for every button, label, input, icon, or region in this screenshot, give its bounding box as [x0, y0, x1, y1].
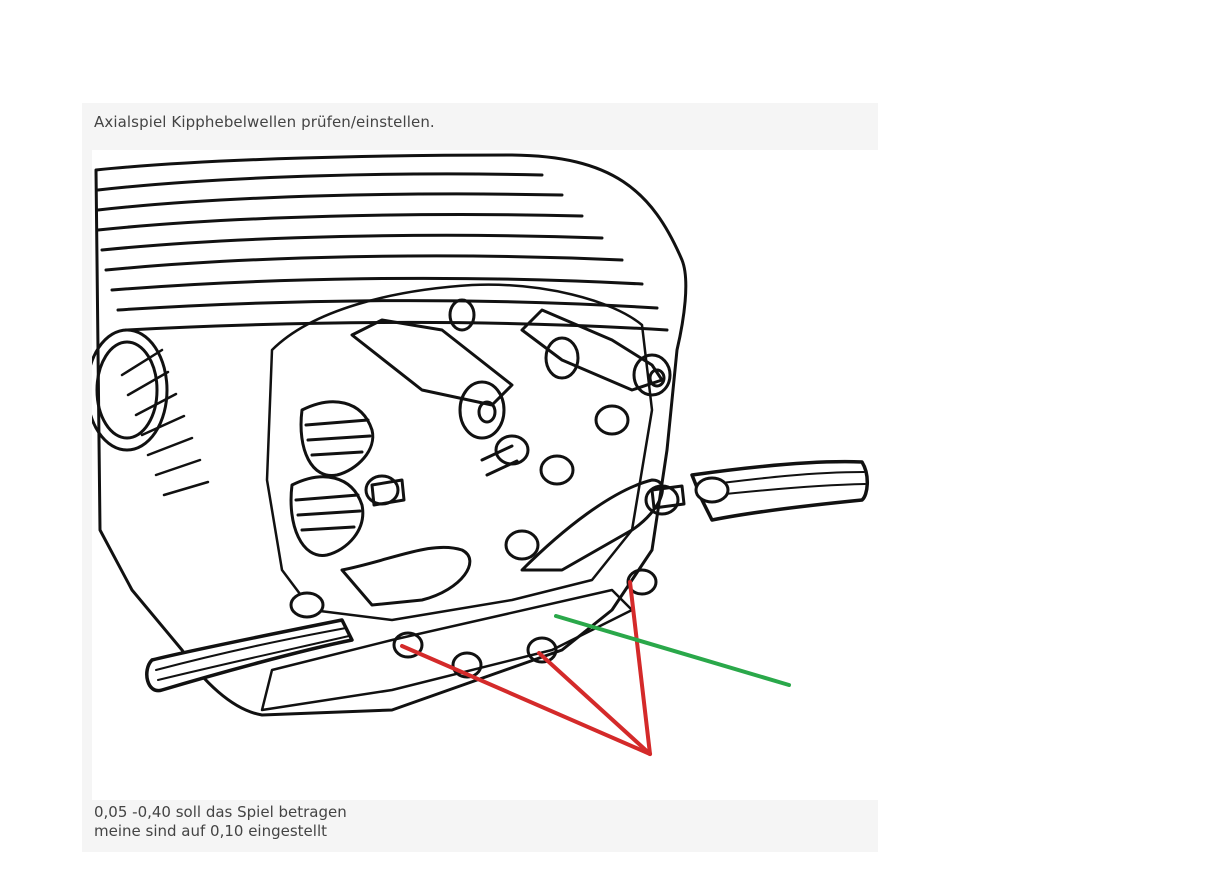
tolerance-note: 0,05 -0,40 soll das Spiel betragen meine…: [94, 803, 347, 841]
head-outline: [94, 153, 688, 717]
setting-line: meine sind auf 0,10 eingestellt: [94, 822, 327, 840]
tolerance-line: 0,05 -0,40 soll das Spiel betragen: [94, 803, 347, 821]
engine-illustration: [92, 150, 878, 800]
red-marker-lines: [400, 580, 652, 756]
instruction-caption: Axialspiel Kipphebelwellen prüfen/einste…: [94, 113, 435, 131]
green-marker-line: [554, 614, 791, 687]
